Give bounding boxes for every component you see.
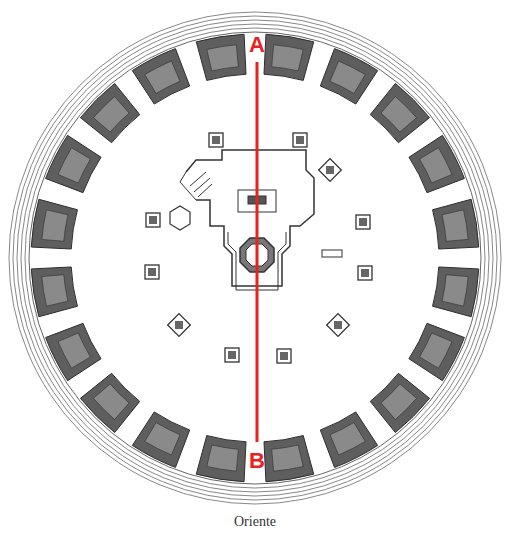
pier-niche xyxy=(58,148,90,183)
column-base xyxy=(168,314,191,337)
wall-piers xyxy=(31,34,478,481)
section-label: A xyxy=(249,33,265,57)
pier-niche xyxy=(93,96,129,132)
stair xyxy=(180,172,212,200)
pier-niche xyxy=(58,333,90,368)
pier-niche xyxy=(381,96,417,132)
outer-step xyxy=(9,12,501,504)
pier-niche xyxy=(420,148,452,183)
enclosure-wall xyxy=(186,150,314,286)
pier-niche xyxy=(330,61,365,93)
pier-niche xyxy=(442,275,468,306)
column-shaft xyxy=(149,216,157,224)
pier-niche xyxy=(93,384,129,420)
column-shaft xyxy=(334,321,342,329)
column-base xyxy=(356,215,370,229)
wall-pier xyxy=(433,267,479,317)
pier-niche xyxy=(330,423,365,455)
column xyxy=(293,133,307,147)
hexagonal-column xyxy=(170,206,190,230)
wall-pier xyxy=(80,83,139,142)
pier-niche xyxy=(207,445,238,471)
wall-pier xyxy=(31,199,77,249)
column-shaft xyxy=(359,218,367,226)
column xyxy=(327,314,350,337)
pier-niche xyxy=(42,275,68,306)
caption: Oriente xyxy=(234,514,276,529)
column-base xyxy=(358,266,372,280)
column-base xyxy=(319,159,342,182)
wall-pier xyxy=(433,199,479,249)
wall-pier xyxy=(409,323,464,380)
wall-pier xyxy=(264,436,314,482)
pier-niche xyxy=(145,61,180,93)
column xyxy=(168,314,191,337)
column-shaft xyxy=(326,166,334,174)
section-line xyxy=(256,62,259,442)
column-base xyxy=(277,349,291,363)
outer-step xyxy=(25,28,485,488)
column-shaft xyxy=(175,321,183,329)
wall-pier xyxy=(409,135,464,192)
wall-pier xyxy=(196,34,246,80)
wall-pier xyxy=(264,34,314,80)
wall-pier xyxy=(196,436,246,482)
pier-niche xyxy=(442,210,468,241)
column-shaft xyxy=(148,268,156,276)
pier-niche xyxy=(381,384,417,420)
wall-outline xyxy=(29,32,481,484)
wall-pier xyxy=(46,135,101,192)
column xyxy=(358,266,372,280)
pier-niche xyxy=(272,45,303,71)
stepped-rings xyxy=(9,12,501,504)
slab xyxy=(322,250,342,257)
pier-niche xyxy=(272,445,303,471)
column-shaft xyxy=(228,351,236,359)
wall-pier xyxy=(31,267,77,317)
column-base xyxy=(209,133,223,147)
column xyxy=(145,265,159,279)
wall-pier xyxy=(80,373,139,432)
column-base xyxy=(225,348,239,362)
pier-niche xyxy=(42,210,68,241)
column-base xyxy=(145,265,159,279)
column-base xyxy=(327,314,350,337)
pier-niche xyxy=(420,333,452,368)
column xyxy=(319,159,342,182)
wall-pier xyxy=(370,373,429,432)
column-shaft xyxy=(280,352,288,360)
pier-niche xyxy=(145,423,180,455)
wall-pier xyxy=(370,83,429,142)
wall-pier xyxy=(132,49,189,104)
outer-step xyxy=(21,24,489,492)
column xyxy=(146,213,160,227)
wall-pier xyxy=(320,49,377,104)
column xyxy=(277,349,291,363)
wall-pier xyxy=(132,412,189,467)
column-shaft xyxy=(296,136,304,144)
pier-niche xyxy=(207,45,238,71)
column xyxy=(356,215,370,229)
column-base xyxy=(146,213,160,227)
column-shaft xyxy=(361,269,369,277)
wall-pier xyxy=(46,323,101,380)
wall-pier xyxy=(320,412,377,467)
section-label: B xyxy=(249,449,265,473)
outer-step xyxy=(17,20,493,496)
column xyxy=(225,348,239,362)
column-base xyxy=(293,133,307,147)
column xyxy=(209,133,223,147)
outer-step xyxy=(13,16,497,500)
column-shaft xyxy=(212,136,220,144)
